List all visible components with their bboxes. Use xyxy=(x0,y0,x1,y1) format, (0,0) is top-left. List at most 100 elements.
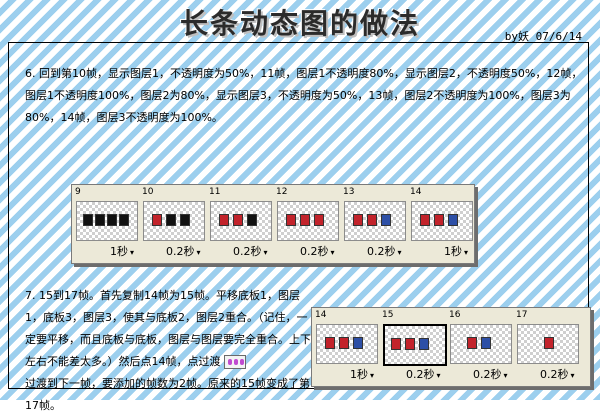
thumb-icon xyxy=(152,214,162,226)
thumb-icon xyxy=(339,337,349,349)
frame-number: 9 xyxy=(75,187,81,197)
thumb-icon xyxy=(83,214,93,226)
thumb-icon xyxy=(481,337,491,349)
thumb-icon xyxy=(95,214,105,226)
frame-number: 12 xyxy=(276,187,288,197)
frame-delay-select[interactable]: 1秒▾ xyxy=(444,243,468,259)
delay-value: 0.2秒 xyxy=(300,245,329,258)
frame-delay-select[interactable]: 1秒▾ xyxy=(110,243,134,259)
step-6-text: 6. 回到第10帧，显示图层1，不透明度为50%，11帧，图层1不透明度80%，… xyxy=(25,67,583,124)
thumb-icon xyxy=(166,214,176,226)
thumb-icon xyxy=(544,337,554,349)
thumb-icon xyxy=(405,338,415,350)
chevron-down-icon: ▾ xyxy=(570,371,575,380)
frame-delay-select[interactable]: 0.2秒▾ xyxy=(406,366,441,382)
step-7-text: 7. 15到17帧。首先复制14帧为15帧。平移底板1，图层1，底板3，图层3，… xyxy=(25,285,311,417)
thumb-icon xyxy=(325,337,335,349)
delay-value: 0.2秒 xyxy=(406,368,435,381)
frame-17[interactable]: 17 xyxy=(515,310,579,364)
thumb-icon xyxy=(420,214,430,226)
delay-value: 1秒 xyxy=(350,368,368,381)
frame-delay-select[interactable]: 0.2秒▾ xyxy=(233,243,268,259)
tween-dot xyxy=(240,359,244,365)
frame-thumbnail xyxy=(450,324,512,364)
delay-value: 0.2秒 xyxy=(367,245,396,258)
frame-thumbnail xyxy=(344,201,406,241)
frame-number: 10 xyxy=(142,187,154,197)
animation-panel-top: 9 10 11 12 xyxy=(71,184,475,264)
thumb-icon xyxy=(286,214,296,226)
frame-number: 15 xyxy=(382,310,394,320)
frame-9[interactable]: 9 xyxy=(74,187,138,241)
frame-delay-select[interactable]: 0.2秒▾ xyxy=(166,243,201,259)
chevron-down-icon: ▾ xyxy=(196,248,201,257)
chevron-down-icon: ▾ xyxy=(330,248,335,257)
thumb-icon xyxy=(419,338,429,350)
chevron-down-icon: ▾ xyxy=(464,248,469,257)
frame-thumbnail xyxy=(277,201,339,241)
thumb-icon xyxy=(180,214,190,226)
frame-14[interactable]: 14 xyxy=(314,310,378,364)
thumb-icon xyxy=(381,214,391,226)
delay-value: 0.2秒 xyxy=(166,245,195,258)
thumb-icon xyxy=(353,337,363,349)
frame-number: 14 xyxy=(315,310,327,320)
frame-thumbnail xyxy=(383,324,447,366)
frame-number: 13 xyxy=(343,187,355,197)
frame-delay-select[interactable]: 0.2秒▾ xyxy=(367,243,402,259)
frame-thumbnail xyxy=(517,324,579,364)
content-box: 6. 回到第10帧，显示图层1，不透明度为50%，11帧，图层1不透明度80%，… xyxy=(8,42,591,412)
thumb-icon xyxy=(314,214,324,226)
thumb-icon xyxy=(300,214,310,226)
frame-thumbnail xyxy=(76,201,138,241)
tween-dot xyxy=(234,359,238,365)
chevron-down-icon: ▾ xyxy=(436,371,441,380)
chevron-down-icon: ▾ xyxy=(370,371,375,380)
thumb-icon xyxy=(107,214,117,226)
delay-value: 1秒 xyxy=(110,245,128,258)
frame-14[interactable]: 14 xyxy=(409,187,473,241)
frame-number: 11 xyxy=(209,187,221,197)
animation-panel-bottom: 14 15 16 17 xyxy=(311,307,591,387)
frame-11[interactable]: 11 xyxy=(208,187,272,241)
frame-number: 16 xyxy=(449,310,461,320)
frame-delay-select[interactable]: 0.2秒▾ xyxy=(540,366,575,382)
thumb-icon xyxy=(219,214,229,226)
frame-thumbnail xyxy=(143,201,205,241)
frame-number: 17 xyxy=(516,310,528,320)
delay-value: 0.2秒 xyxy=(473,368,502,381)
frame-thumbnail xyxy=(210,201,272,241)
chevron-down-icon: ▾ xyxy=(263,248,268,257)
thumb-icon xyxy=(233,214,243,226)
thumb-icon xyxy=(353,214,363,226)
frame-10[interactable]: 10 xyxy=(141,187,205,241)
frame-12[interactable]: 12 xyxy=(275,187,339,241)
thumb-icon xyxy=(367,214,377,226)
frame-15[interactable]: 15 xyxy=(381,310,447,366)
frame-13[interactable]: 13 xyxy=(342,187,406,241)
thumb-icon xyxy=(467,337,477,349)
thumb-icon xyxy=(119,214,129,226)
tween-dot xyxy=(228,359,232,365)
thumb-icon xyxy=(434,214,444,226)
chevron-down-icon: ▾ xyxy=(130,248,135,257)
frame-delay-select[interactable]: 0.2秒▾ xyxy=(300,243,335,259)
step-7-text-before: 7. 15到17帧。首先复制14帧为15帧。平移底板1，图层1，底板3，图层3，… xyxy=(25,289,311,368)
tween-icon[interactable] xyxy=(224,355,246,369)
frame-number: 14 xyxy=(410,187,422,197)
chevron-down-icon: ▾ xyxy=(503,371,508,380)
thumb-icon xyxy=(247,214,257,226)
chevron-down-icon: ▾ xyxy=(397,248,402,257)
page-title: 长条动态图的做法 xyxy=(179,7,420,40)
byline: by妖 07/6/14 xyxy=(504,30,582,43)
thumb-icon xyxy=(448,214,458,226)
frame-thumbnail xyxy=(316,324,378,364)
frame-delay-select[interactable]: 1秒▾ xyxy=(350,366,374,382)
frame-16[interactable]: 16 xyxy=(448,310,512,364)
delay-value: 1秒 xyxy=(444,245,462,258)
thumb-icon xyxy=(391,338,401,350)
frame-delay-select[interactable]: 0.2秒▾ xyxy=(473,366,508,382)
step-7-text-after: 过渡到下一帧，要添加的帧数为2帧。原来的15帧变成了第17帧。 xyxy=(25,377,310,412)
frame-thumbnail xyxy=(411,201,473,241)
delay-value: 0.2秒 xyxy=(233,245,262,258)
